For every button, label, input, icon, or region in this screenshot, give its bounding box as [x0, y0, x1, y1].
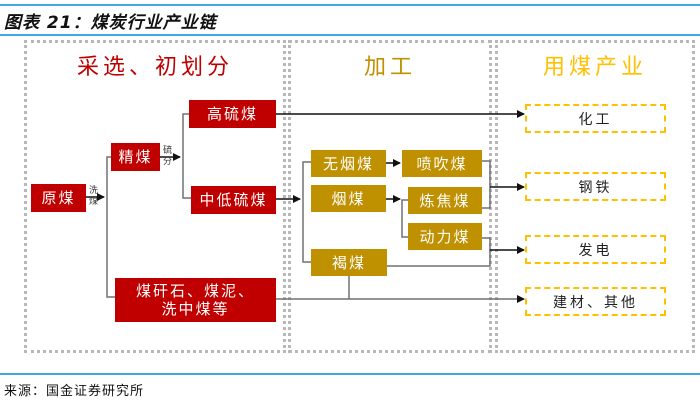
- header-bottom-rule: [0, 34, 700, 36]
- footer-rule: [0, 373, 700, 375]
- panel-mining-title: 采选、初划分: [76, 55, 233, 80]
- source-note: 来源：国金证券研究所: [4, 384, 145, 399]
- node-thermal-coal: 动力煤: [408, 223, 482, 250]
- edge-label-washing: 洗煤: [89, 186, 99, 207]
- edge-label-sulfur: 硫分: [163, 146, 173, 167]
- node-low-sulfur-coal: 中低硫煤: [191, 186, 276, 214]
- node-building-other: 建材、其他: [525, 287, 666, 316]
- panel-processing-title: 加工: [363, 55, 416, 80]
- node-pci-coal: 喷吹煤: [402, 150, 482, 177]
- panel-usage: 用煤产业: [495, 40, 695, 353]
- node-bituminous: 烟煤: [311, 185, 386, 212]
- header-top-rule: [0, 4, 700, 6]
- node-raw-coal: 原煤: [31, 184, 86, 212]
- node-power: 发电: [525, 235, 666, 264]
- node-byproducts: 煤矸石、煤泥、 洗中煤等: [115, 278, 276, 322]
- node-clean-coal: 精煤: [111, 143, 160, 171]
- node-coking-coal: 炼焦煤: [408, 187, 482, 214]
- node-steel: 钢铁: [525, 172, 666, 201]
- node-byproducts-line2: 洗中煤等: [161, 300, 230, 318]
- node-high-sulfur-coal: 高硫煤: [189, 100, 276, 128]
- node-chemical: 化工: [525, 104, 666, 133]
- panel-usage-title: 用煤产业: [542, 55, 647, 80]
- node-lignite: 褐煤: [311, 249, 387, 276]
- panel-mining: 采选、初划分: [24, 40, 286, 353]
- figure-title: 图表 21：煤炭行业产业链: [4, 13, 217, 33]
- node-byproducts-line1: 煤矸石、煤泥、: [135, 282, 255, 300]
- node-anthracite: 无烟煤: [311, 150, 386, 177]
